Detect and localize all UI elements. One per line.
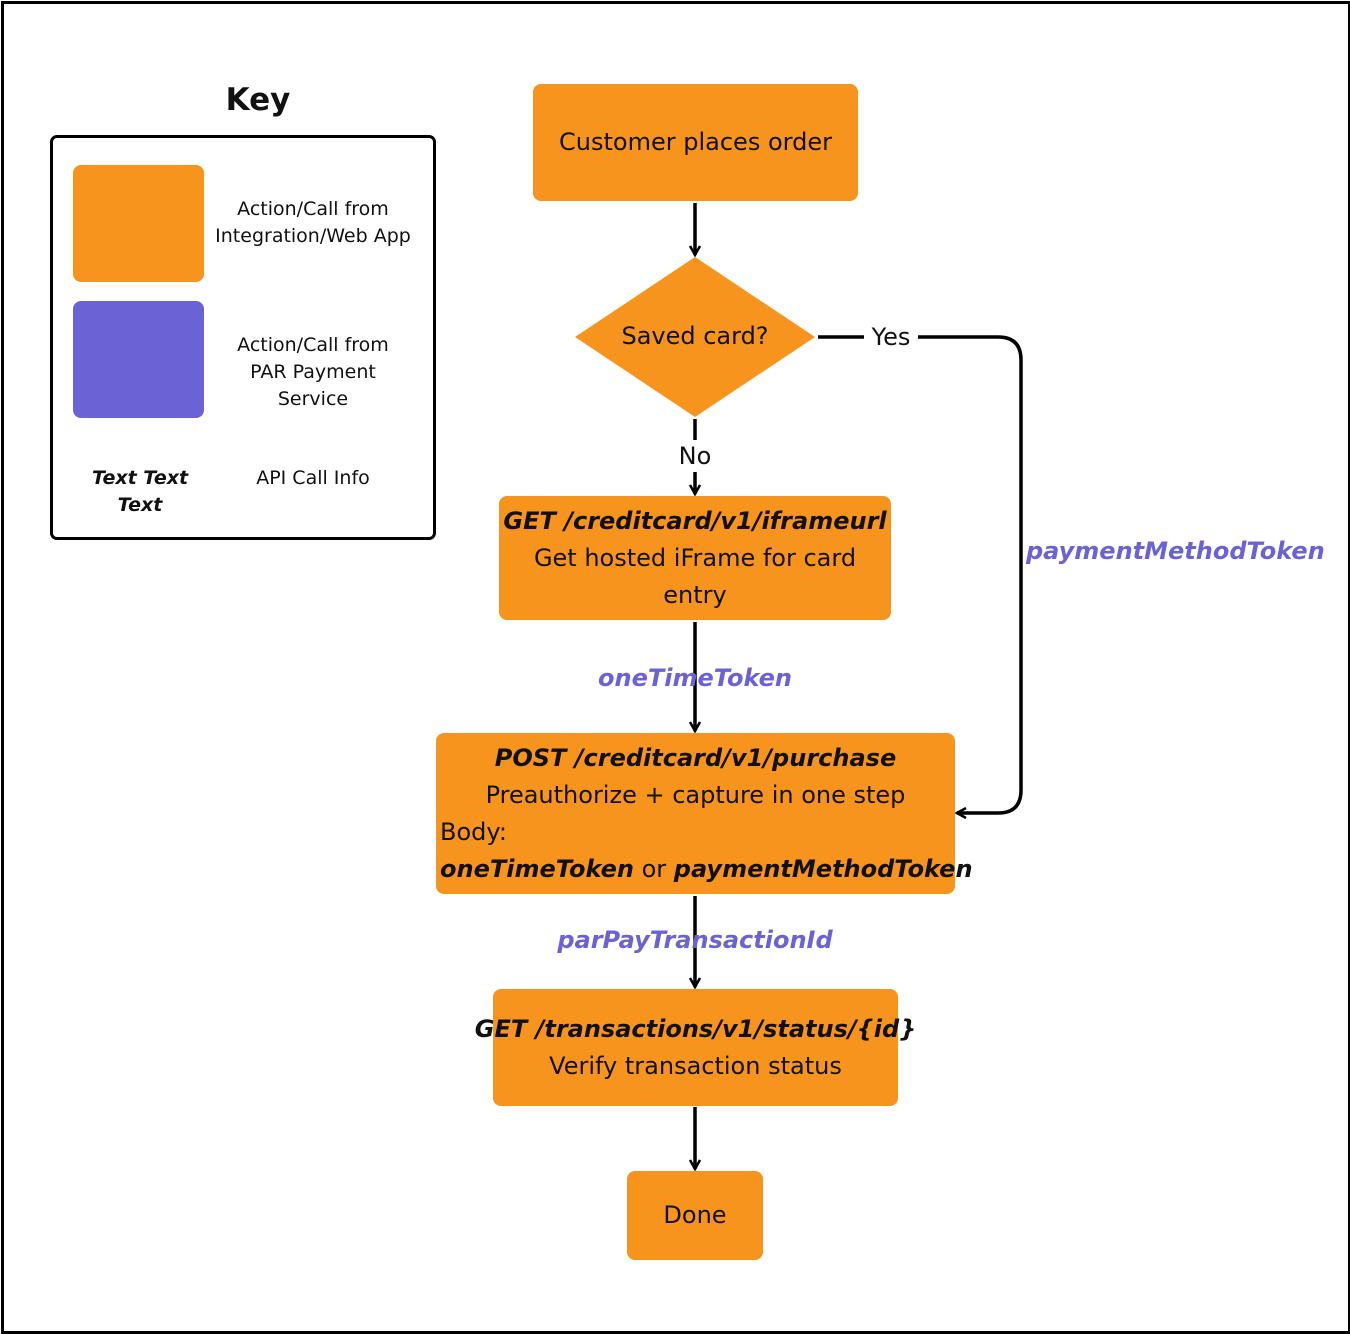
payment-method-token-label: paymentMethodToken (1026, 537, 1325, 565)
no-branch-label: No (665, 440, 725, 472)
key-italic-meaning: API Call Info (256, 467, 370, 489)
purchase-body-or: or (633, 854, 674, 883)
key-italic-sample: Text Text Text (91, 467, 189, 516)
key-swatch-integration (73, 165, 204, 282)
one-time-token-label: oneTimeToken (598, 664, 792, 692)
key-swatch-par-service (73, 301, 204, 418)
status-api: GET /transactions/v1/status/{id} (474, 1014, 917, 1043)
transaction-id-label: parPayTransactionId (557, 926, 833, 954)
purchase-body: oneTimeToken or paymentMethodToken (440, 851, 973, 888)
iframe-node: GET /creditcard/v1/iframeurl Get hosted … (499, 496, 891, 620)
decision-label: Saved card? (621, 322, 769, 350)
key-label-par-service: Action/Call from PAR Payment Service (237, 334, 389, 410)
iframe-api: GET /creditcard/v1/iframeurl (503, 506, 887, 535)
status-node: GET /transactions/v1/status/{id} Verify … (475, 989, 916, 1106)
start-node-label: Customer places order (559, 128, 832, 156)
purchase-body-token1: oneTimeToken (440, 854, 634, 883)
diamond-shape (575, 257, 815, 417)
key-label-integration: Action/Call from Integration/Web App (215, 198, 411, 247)
start-node: Customer places order (533, 84, 858, 201)
purchase-desc: Preauthorize + capture in one step (485, 780, 906, 809)
purchase-body-token2: paymentMethodToken (673, 854, 973, 883)
yes-branch-label: Yes (864, 321, 918, 353)
arrow-yes-branch (818, 335, 1023, 813)
iframe-desc-line1: Get hosted iFrame for card (533, 543, 857, 572)
purchase-api: POST /creditcard/v1/purchase (494, 743, 897, 772)
done-label: Done (663, 1201, 727, 1229)
done-node: Done (627, 1171, 763, 1260)
iframe-desc-line2: entry (663, 580, 727, 609)
purchase-node: POST /creditcard/v1/purchase Preauthoriz… (436, 733, 973, 894)
status-desc: Verify transaction status (549, 1051, 842, 1080)
key-title: Key (225, 82, 291, 118)
purchase-body-label: Body: (440, 817, 507, 846)
